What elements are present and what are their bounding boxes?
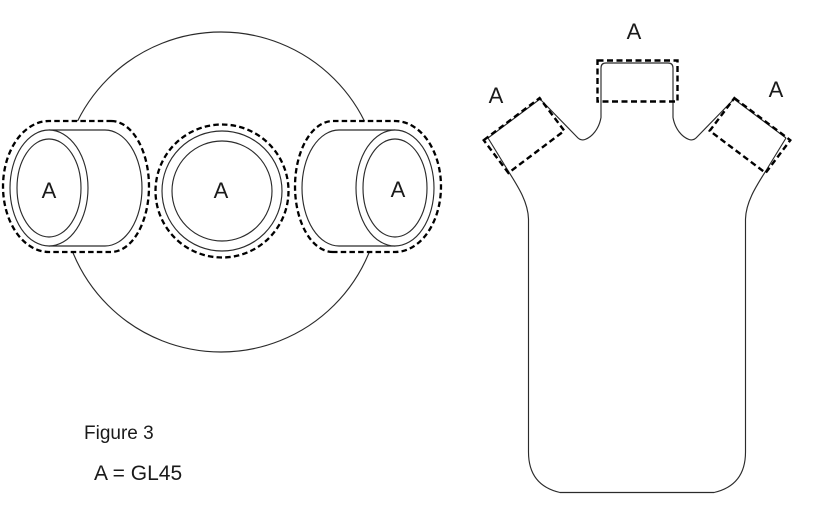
top-view-left-port-opening	[16, 138, 82, 238]
top-view-right-port-label: A	[390, 177, 406, 202]
side-view-left-neck-label: A	[488, 83, 504, 108]
top-view-left-port-outer-rim	[9, 129, 89, 247]
figure-legend: A = GL45	[94, 462, 183, 485]
top-view-center-port-outer-rim	[161, 130, 283, 252]
top-view-right-port-opening	[362, 138, 428, 238]
top-view-left-port-body	[49, 129, 143, 247]
top-view-right-port-body	[301, 129, 395, 247]
side-view-right-neck-thread-dashed	[708, 96, 792, 175]
top-view-diagram	[1, 31, 443, 353]
top-view-right-port-outer-rim	[355, 129, 435, 247]
top-view-center-port-opening	[171, 140, 273, 242]
side-view-diagram	[482, 59, 792, 494]
side-view-top-neck-thread-dashed	[596, 59, 679, 103]
top-view-left-port-label: A	[41, 178, 57, 203]
top-view-center-port-label: A	[213, 178, 229, 203]
side-view-left-neck-thread-dashed	[482, 96, 566, 175]
side-view-right-neck-label: A	[768, 77, 784, 102]
top-view-center-port-thread-dashed	[154, 123, 290, 259]
side-view-body-outline	[487, 137, 787, 494]
side-view-top-outline	[539, 62, 735, 141]
side-view-top-neck-label: A	[626, 19, 642, 44]
figure-caption: Figure 3	[84, 423, 154, 444]
